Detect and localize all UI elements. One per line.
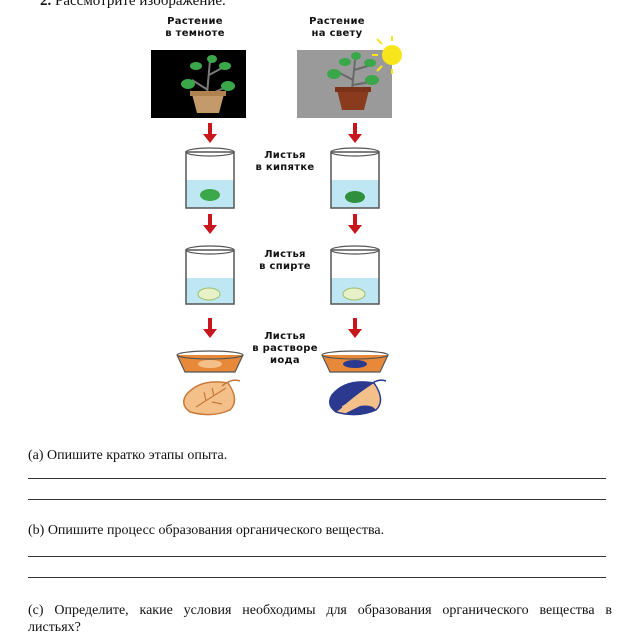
dish-iodine-dark xyxy=(176,350,244,373)
arrow-down-icon xyxy=(348,214,362,234)
label-plant-light: Растение на свету xyxy=(309,16,365,39)
answer-line[interactable] xyxy=(28,478,606,479)
label-step-iodine: Листья в растворе иода xyxy=(252,331,318,366)
task-text: Рассмотрите изображение. xyxy=(55,0,226,9)
question-a: (a) Опишите кратко этапы опыта. xyxy=(28,448,228,463)
label-plant-dark: Растение в темноте xyxy=(165,16,225,39)
beaker-boiling-water-dark xyxy=(185,147,235,209)
plant-in-light-image xyxy=(297,36,402,118)
leaf-with-starch-icon xyxy=(329,379,387,416)
answer-line[interactable] xyxy=(28,556,606,557)
plant-in-dark-image xyxy=(151,50,246,118)
question-b: (b) Опишите процесс образования органиче… xyxy=(28,523,385,538)
arrow-down-icon xyxy=(203,123,217,143)
answer-line[interactable] xyxy=(28,577,606,578)
label-step-alcohol: Листья в спирте xyxy=(259,249,311,272)
dish-iodine-light xyxy=(321,350,389,373)
beaker-alcohol-light xyxy=(330,245,380,305)
experiment-diagram xyxy=(151,36,402,416)
task-number: 2. xyxy=(40,0,52,9)
answer-line[interactable] xyxy=(28,499,606,500)
beaker-alcohol-dark xyxy=(185,245,235,305)
arrow-down-icon xyxy=(203,318,217,338)
arrow-down-icon xyxy=(203,214,217,234)
arrow-down-icon xyxy=(348,123,362,143)
beaker-boiling-water-light xyxy=(330,147,380,209)
label-step-boiling: Листья в кипятке xyxy=(255,150,315,173)
question-c: (c) Определите, какие условия необходимы… xyxy=(28,603,612,618)
arrow-down-icon xyxy=(348,318,362,338)
leaf-no-starch-icon xyxy=(183,379,241,416)
task-heading: 2. Рассмотрите изображение. xyxy=(40,0,226,10)
question-c-continued: листьях? xyxy=(28,620,81,635)
